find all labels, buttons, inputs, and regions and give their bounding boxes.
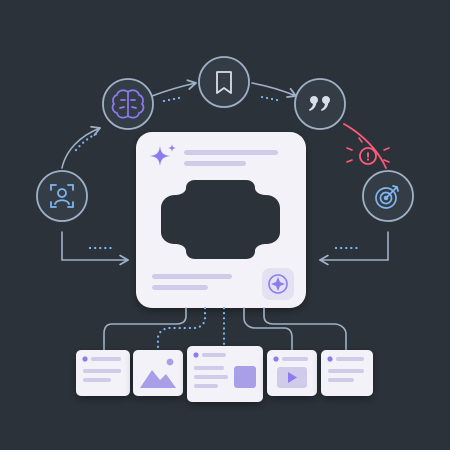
warning-icon: ! bbox=[346, 137, 390, 165]
output-connectors bbox=[103, 306, 347, 352]
target-icon bbox=[375, 185, 399, 209]
connector-target-to-card bbox=[319, 231, 389, 266]
video-icon bbox=[277, 367, 307, 388]
node-brain[interactable] bbox=[102, 78, 154, 130]
connector-face-to-brain-dots bbox=[74, 132, 98, 152]
connector-brain-to-bookmark bbox=[151, 79, 197, 97]
compass-icon bbox=[268, 274, 288, 294]
output-card-image[interactable] bbox=[133, 350, 183, 396]
connector-face-to-card bbox=[61, 231, 129, 266]
brain-icon bbox=[111, 89, 145, 119]
thumbnail-placeholder bbox=[234, 366, 256, 388]
connector-face-to-brain bbox=[61, 125, 101, 169]
central-card bbox=[136, 132, 306, 308]
connector-brain-to-bookmark-dots bbox=[162, 95, 186, 103]
output-card-text-2[interactable] bbox=[321, 350, 373, 396]
bookmark-icon bbox=[216, 71, 232, 94]
card-footer-line bbox=[152, 274, 232, 279]
card-subheader-line bbox=[184, 161, 246, 166]
card-content-cutout bbox=[161, 180, 280, 259]
card-footer-line-short bbox=[152, 285, 208, 290]
output-card-article[interactable] bbox=[187, 346, 263, 402]
quote-icon bbox=[309, 96, 330, 111]
warning-glyph: ! bbox=[365, 151, 370, 164]
connector-quote-to-target bbox=[343, 123, 387, 169]
output-card-video[interactable] bbox=[267, 350, 317, 396]
node-face-scan[interactable] bbox=[36, 170, 88, 222]
node-quote[interactable] bbox=[294, 78, 346, 130]
cycle-connectors bbox=[61, 79, 389, 266]
node-target[interactable] bbox=[362, 170, 414, 222]
card-header-line bbox=[184, 150, 278, 155]
connector-bookmark-to-quote bbox=[251, 82, 297, 98]
image-icon bbox=[140, 358, 176, 388]
connector-bookmark-to-quote-dots bbox=[260, 95, 284, 103]
node-bookmark[interactable] bbox=[198, 56, 250, 108]
output-card-text[interactable] bbox=[76, 350, 130, 396]
card-action-button[interactable] bbox=[262, 268, 294, 300]
sparkle-icon bbox=[150, 144, 176, 166]
face-scan-icon bbox=[50, 184, 74, 208]
